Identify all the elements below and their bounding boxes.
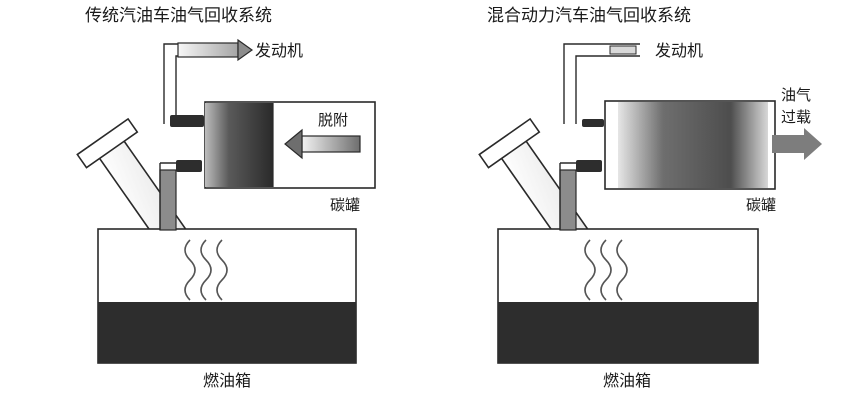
left-engine-pipe (163, 38, 254, 127)
left-title: 传统汽油车油气回收系统 (85, 6, 272, 26)
arrow-right-icon (237, 38, 254, 62)
right-canister-label: 碳罐 (746, 196, 776, 214)
vapor-out-arrow-icon (772, 128, 822, 160)
left-tank-pipe (159, 160, 202, 231)
left-tank-label: 燃油箱 (203, 371, 251, 390)
right-vapor-label-1: 油气 (781, 86, 811, 104)
vapor-wave-icon (616, 239, 628, 301)
right-vapor-label-2: 过载 (781, 108, 811, 126)
right-engine-label: 发动机 (655, 41, 703, 60)
vapor-wave-icon (600, 239, 612, 301)
right-tank-label: 燃油箱 (603, 371, 651, 390)
desorb-arrow-icon (284, 128, 361, 160)
left-desorb-label: 脱附 (318, 111, 348, 129)
left-engine-label: 发动机 (255, 41, 303, 60)
right-tank-pipe (559, 160, 602, 231)
right-engine-pipe (563, 43, 640, 127)
right-fuel-tank (497, 228, 759, 364)
vapor-wave-icon (584, 239, 596, 301)
right-panel: 混合动力汽车油气回收系统 燃油箱 发动机 (478, 6, 822, 390)
left-panel: 传统汽油车油气回收系统 燃油箱 发动机 (76, 6, 376, 390)
vapor-wave-icon (200, 239, 212, 301)
vapor-wave-icon (216, 239, 228, 301)
left-fuel-tank (97, 228, 357, 364)
right-canister (604, 100, 776, 190)
right-title: 混合动力汽车油气回收系统 (487, 6, 691, 26)
left-canister-label: 碳罐 (330, 196, 360, 214)
vapor-wave-icon (184, 239, 196, 301)
